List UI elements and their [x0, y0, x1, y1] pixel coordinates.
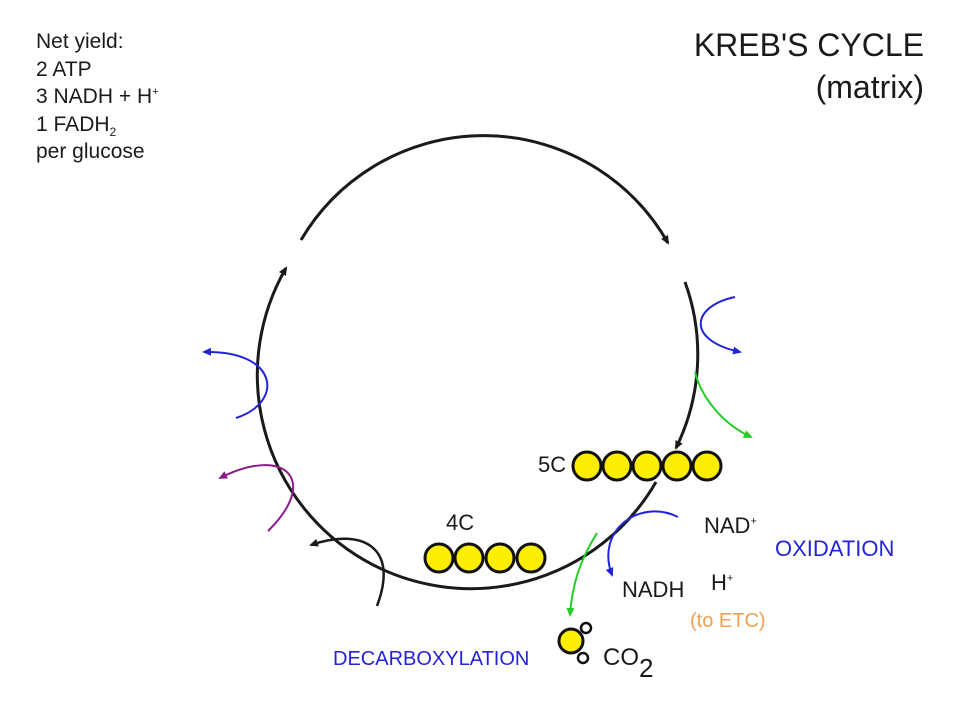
label-to-etc: (to ETC) [690, 610, 766, 632]
label-nad-sup: + [750, 515, 757, 528]
black-arrow-bottom-left [309, 537, 385, 607]
label-nadh: NADH [622, 577, 685, 602]
label-co2-sub: 2 [639, 653, 654, 683]
label-4c: 4C [446, 510, 475, 535]
carbon-atom [423, 542, 455, 574]
page-title: KREB'S CYCLE (matrix) [694, 24, 924, 108]
blue-arrow-left [202, 347, 269, 419]
carbon-atom [691, 450, 723, 482]
title-line2: (matrix) [815, 69, 924, 105]
label-nad-text: NAD [704, 513, 751, 538]
four-carbon-molecule [423, 542, 547, 574]
carbon-atom [571, 450, 603, 482]
blue-arrow-nadh [605, 510, 679, 577]
carbon-atom [515, 542, 547, 574]
oxygen-atom [576, 651, 590, 665]
purple-arrow-left [218, 464, 295, 532]
carbon-atom [453, 542, 485, 574]
label-decarboxylation: DECARBOXYLATION [333, 648, 530, 670]
cycle-arc-bottom [255, 266, 658, 591]
carbon-atom [601, 450, 633, 482]
net-yield-per: per glucose [36, 140, 145, 163]
net-yield-nadh: 3 NADH + H+ [36, 83, 159, 111]
label-h: H+ [711, 570, 733, 596]
net-yield-fadh-text: 1 FADH [36, 112, 110, 136]
net-yield-nadh-text: 3 NADH + H [36, 85, 153, 108]
carbon-atom [631, 450, 663, 482]
carbon-atom [557, 627, 585, 655]
title-line1: KREB'S CYCLE [693, 27, 924, 63]
five-carbon-molecule [571, 450, 723, 482]
carbon-atom [484, 542, 516, 574]
blue-arrow-right [699, 296, 742, 355]
label-5c: 5C [538, 452, 567, 477]
oxygen-atom [579, 621, 593, 635]
label-oxidation: OXIDATION [775, 536, 895, 561]
net-yield-atp: 2 ATP [36, 57, 92, 81]
label-co2: CO2 [603, 641, 653, 683]
label-h-text: H [711, 570, 727, 595]
co2-molecule [557, 621, 593, 665]
net-yield-fadh: 1 FADH2 [36, 111, 159, 139]
cycle-arc-top [299, 134, 670, 245]
net-yield-nadh-sup: + [152, 86, 159, 98]
green-arrow-right [694, 371, 753, 438]
label-h-sup: + [726, 572, 734, 585]
net-yield-panel: Net yield: 2 ATP 3 NADH + H+ 1 FADH2 per… [36, 28, 159, 166]
label-nad: NAD+ [704, 513, 757, 539]
cycle-arc-right [674, 281, 700, 450]
net-yield-heading: Net yield: [36, 30, 124, 53]
net-yield-fadh-sub: 2 [109, 124, 117, 139]
label-co2-text: CO [603, 644, 639, 671]
green-arrow-co2 [566, 532, 598, 617]
carbon-atom [661, 450, 693, 482]
